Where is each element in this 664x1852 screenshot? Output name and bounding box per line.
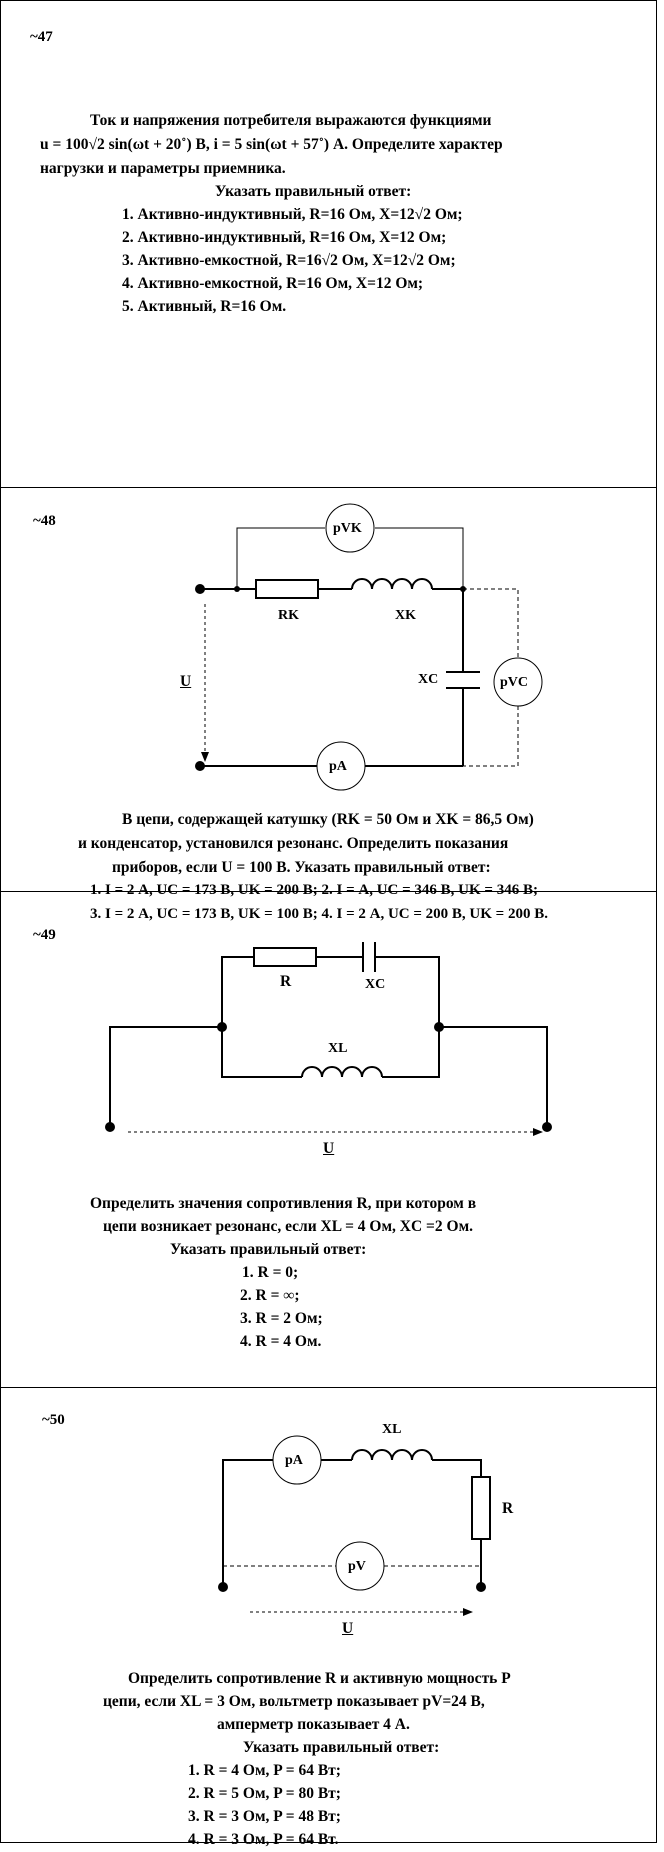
question-number: ~48 xyxy=(33,513,56,529)
answer-option: 2. R = 5 Ом, P = 80 Вт; xyxy=(188,1785,341,1802)
label-r: R xyxy=(502,1500,514,1517)
answer-prompt: Указать правильный ответ: xyxy=(170,1241,367,1258)
label-pa: pA xyxy=(329,759,347,774)
inductor-xl-symbol xyxy=(301,1066,383,1078)
voltmeter-pvc-symbol xyxy=(493,657,543,707)
answer-option: 3. R = 2 Ом; xyxy=(240,1310,323,1327)
answer-option: 1. R = 4 Ом, P = 64 Вт; xyxy=(188,1762,341,1779)
question-text-line: амперметр показывает 4 А. xyxy=(217,1716,410,1733)
label-u: U xyxy=(323,1140,335,1157)
answer-prompt: Указать правильный ответ: xyxy=(215,183,412,200)
answer-option: 1. R = 0; xyxy=(242,1264,299,1281)
answer-option: 4. Активно-емкостной, R=16 Ом, X=12 Ом; xyxy=(122,275,424,292)
question-number: ~50 xyxy=(42,1412,65,1428)
answer-options-line: 3. I = 2 А, UC = 173 В, UK = 100 В; 4. I… xyxy=(90,906,548,922)
label-r: R xyxy=(280,973,292,990)
label-u: U xyxy=(342,1620,354,1637)
label-pvc: pVC xyxy=(500,675,529,690)
question-number: ~49 xyxy=(33,927,56,943)
inductor-xk-symbol xyxy=(351,578,433,590)
question-text-line: цепи возникает резонанс, если XL = 4 Ом,… xyxy=(103,1218,474,1235)
label-u: U xyxy=(180,673,192,690)
question-text-line: Ток и напряжения потребителя выражаются … xyxy=(90,112,492,129)
resistor-r-symbol xyxy=(471,1476,491,1540)
label-xl: XL xyxy=(328,1041,348,1056)
answer-option: 4. R = 4 Ом. xyxy=(240,1333,322,1350)
answer-option: 2. Активно-индуктивный, R=16 Ом, X=12 Ом… xyxy=(122,229,447,246)
question-text-line: приборов, если U = 100 В. Указать правил… xyxy=(112,859,491,876)
inductor-xl-symbol xyxy=(351,1449,433,1461)
answer-option: 5. Активный, R=16 Ом. xyxy=(122,298,287,315)
question-text-line: Определить значения сопротивления R, при… xyxy=(90,1195,477,1212)
label-pvk: pVK xyxy=(333,521,362,536)
answer-options-line: 1. I = 2 А, UC = 173 В, UK = 200 В; 2. I… xyxy=(90,882,538,898)
question-text-line: В цепи, содержащей катушку (RK = 50 Ом и… xyxy=(122,811,534,828)
label-xc: XC xyxy=(365,977,386,992)
label-pa: pA xyxy=(285,1453,303,1468)
question-number: ~47 xyxy=(30,29,53,45)
label-xl: XL xyxy=(382,1422,402,1437)
question-text-line: u = 100√2 sin(ωt + 20˚) В, i = 5 sin(ωt … xyxy=(40,136,503,153)
answer-prompt: Указать правильный ответ: xyxy=(243,1739,440,1756)
label-xc: XC xyxy=(418,672,439,687)
answer-option: 4. R = 3 Ом, P = 64 Вт. xyxy=(188,1831,339,1848)
question-text-line: нагрузки и параметры приемника. xyxy=(40,160,286,177)
answer-option: 3. R = 3 Ом, P = 48 Вт; xyxy=(188,1808,341,1825)
answer-option: 1. Активно-индуктивный, R=16 Ом, X=12√2 … xyxy=(122,206,463,223)
answer-option: 2. R = ∞; xyxy=(240,1287,300,1304)
label-xk: XK xyxy=(395,608,416,623)
label-pv: pV xyxy=(348,1559,366,1574)
label-rk: RK xyxy=(278,608,299,623)
voltmeter-pvk-symbol xyxy=(325,503,375,553)
question-text-line: Определить сопротивление R и активную мо… xyxy=(128,1670,511,1687)
answer-option: 3. Активно-емкостной, R=16√2 Ом, X=12√2 … xyxy=(122,252,456,269)
question-text-line: цепи, если XL = 3 Ом, вольтметр показыва… xyxy=(103,1693,485,1710)
question-text-line: и конденсатор, установился резонанс. Опр… xyxy=(78,835,509,852)
